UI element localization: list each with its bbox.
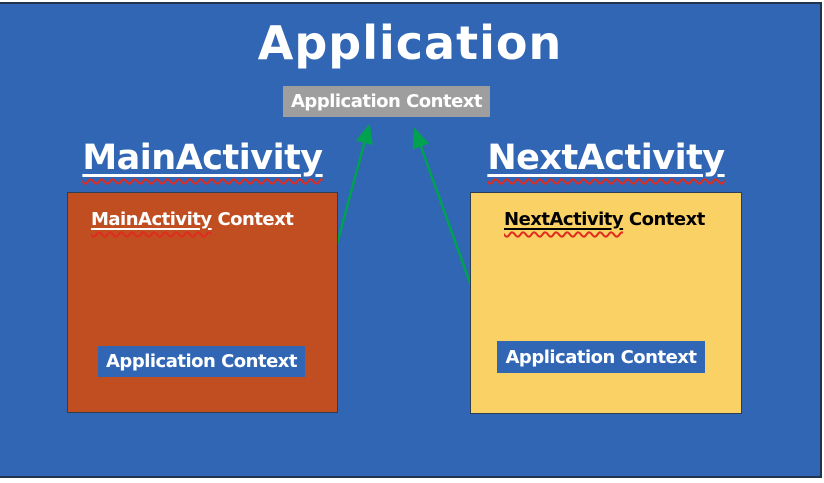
main-activity-box: MainActivity Context Application Context — [67, 192, 338, 413]
next-activity-title-underline: NextActivity — [487, 138, 725, 178]
main-activity-application-context-label: Application Context — [106, 351, 298, 372]
next-activity-context-label: NextActivity Context — [504, 209, 705, 230]
next-activity-box: NextActivity Context Application Context — [470, 192, 742, 414]
next-activity-application-context-box: Application Context — [497, 341, 705, 373]
main-activity-context-word-underline: MainActivity — [91, 209, 212, 230]
next-activity-title: NextActivity — [470, 138, 742, 178]
next-activity-context-rest: Context — [623, 209, 705, 230]
application-title: Application — [257, 16, 563, 70]
next-activity-title-text: NextActivity — [487, 138, 725, 178]
main-activity-title-text: MainActivity — [82, 138, 323, 178]
application-context-box: Application Context — [283, 86, 490, 117]
next-activity-context-word: NextActivity — [504, 209, 624, 230]
main-activity-title-underline: MainActivity — [82, 138, 323, 178]
next-activity-context-word-underline: NextActivity — [504, 209, 624, 230]
main-activity-title: MainActivity — [67, 138, 338, 178]
main-activity-application-context-box: Application Context — [98, 346, 305, 377]
main-activity-context-word: MainActivity — [91, 209, 212, 230]
main-activity-context-label: MainActivity Context — [91, 209, 294, 230]
next-activity-application-context-label: Application Context — [505, 346, 698, 368]
application-context-label: Application Context — [291, 91, 483, 112]
main-activity-context-rest: Context — [211, 209, 294, 230]
